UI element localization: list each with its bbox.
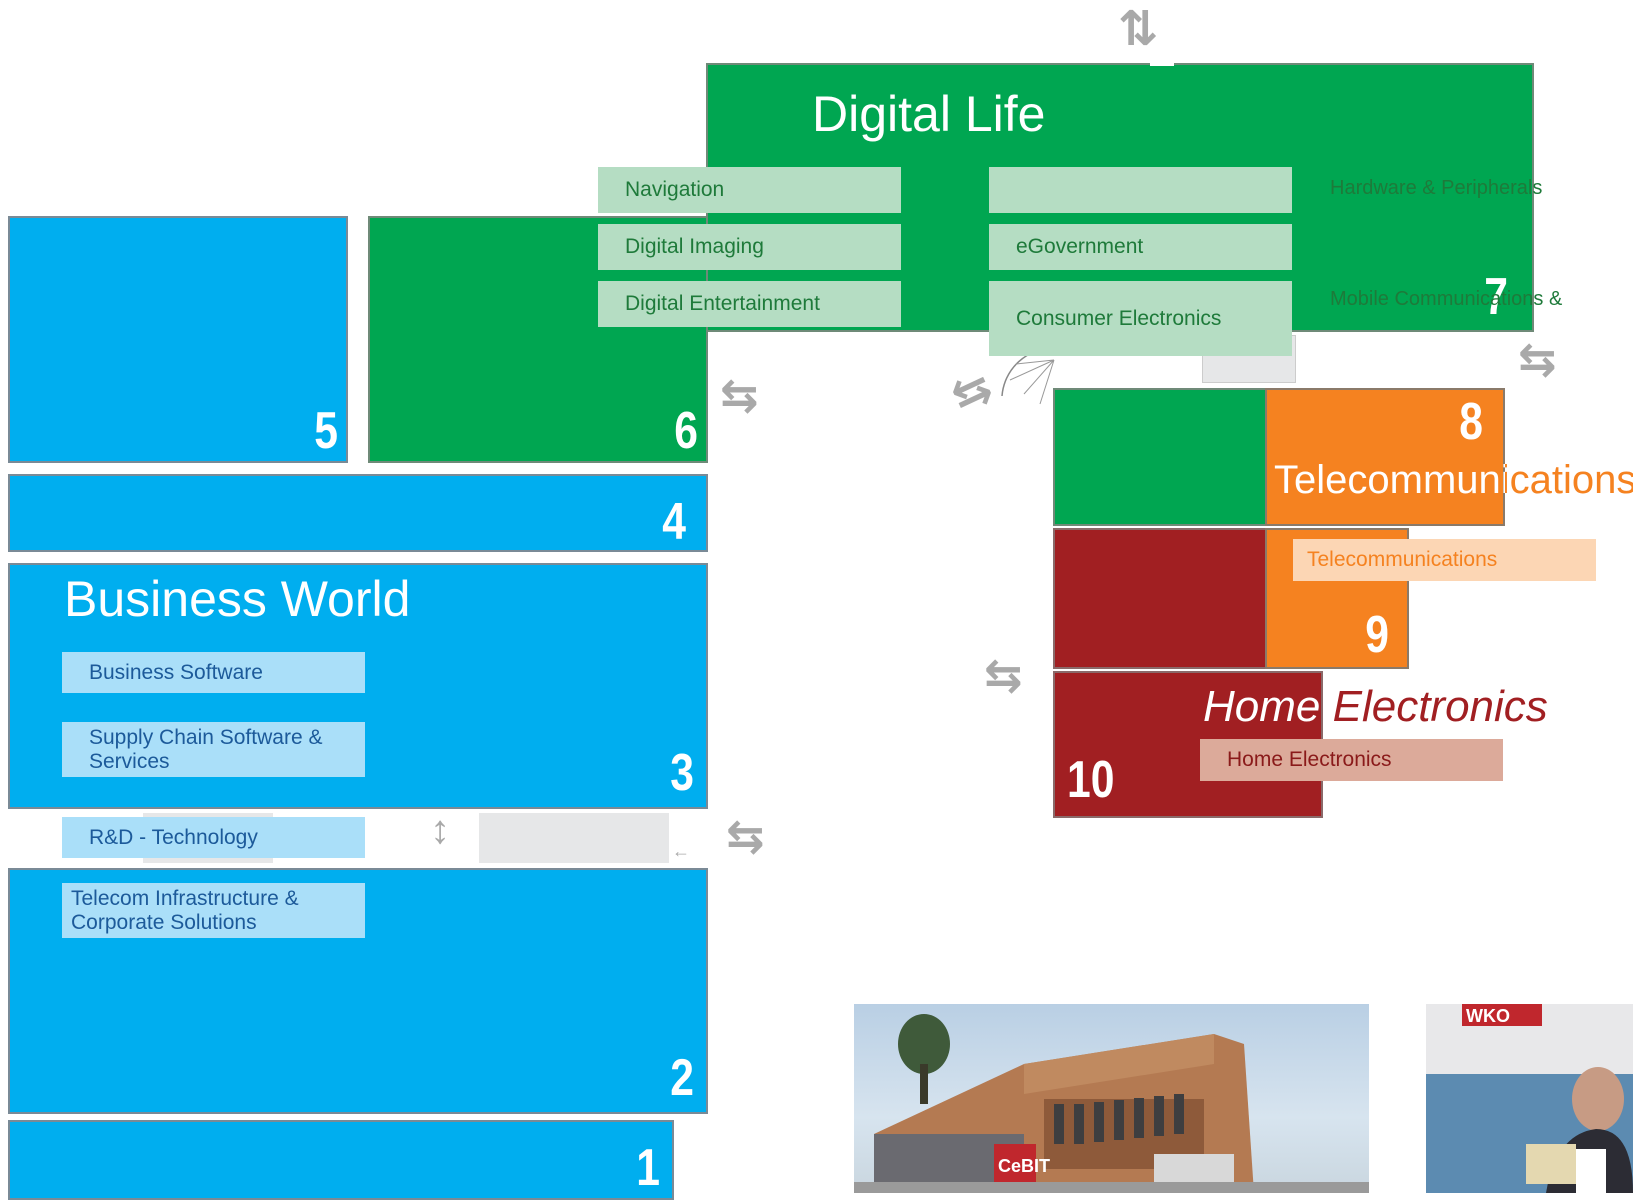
topic-rd-technology[interactable]: R&D - Technology (62, 817, 365, 858)
hall-number: 4 (662, 493, 686, 551)
connector-block (479, 813, 669, 863)
telecommunications-title-text: Telecommunications (1274, 458, 1633, 502)
telecommunications-title-overflow: Telecommunications (1505, 458, 1633, 508)
wko-sign: WKO (1466, 1006, 1510, 1026)
home-electronics-title: Home Electronics (1203, 682, 1548, 732)
topic-egovernment[interactable]: eGovernment (989, 224, 1292, 270)
topic-telecom-infrastructure[interactable]: Telecom Infrastructure & Corporate Solut… (62, 883, 365, 938)
topic-digital-imaging[interactable]: Digital Imaging (598, 224, 901, 270)
hall-number: 2 (670, 1049, 694, 1107)
bidirectional-arrow-icon: ⇆ (726, 810, 765, 862)
topic-hardware-peripherals[interactable]: Hardware & Peripherals (1330, 177, 1543, 199)
cebit-building-photo: CeBIT (854, 1004, 1369, 1193)
booth-photo: WKO (1426, 1004, 1633, 1193)
topic-consumer-electronics[interactable]: Consumer Electronics (989, 281, 1292, 356)
telecommunications-title-orange: Telecommunications (1505, 458, 1633, 502)
topic-supply-chain[interactable]: Supply Chain Software & Services (62, 722, 365, 777)
booth-illustration: WKO (1426, 1004, 1633, 1193)
vertical-arrow-icon: ↕ (430, 808, 450, 852)
bidirectional-arrow-icon: ⇆ (984, 649, 1023, 701)
topic-mobile-communications[interactable]: Mobile Communications & (1330, 288, 1563, 310)
hall-number: 10 (1067, 751, 1115, 809)
telecommunications-title: Telecommunications (1274, 458, 1633, 503)
building-illustration: CeBIT (854, 1014, 1369, 1193)
hall-8-green-part[interactable] (1053, 388, 1267, 526)
hall-number: 1 (636, 1139, 660, 1197)
entrance-gap (1150, 58, 1174, 66)
topic-blank[interactable] (989, 167, 1292, 213)
topic-home-electronics[interactable]: Home Electronics (1200, 739, 1503, 781)
hall-number: 5 (314, 402, 338, 460)
business-world-title: Business World (64, 571, 411, 627)
hall-number: 8 (1459, 393, 1483, 451)
bidirectional-arrow-icon: ⇆ (942, 359, 1000, 423)
home-electronics-title-electronics: Electronics (1332, 682, 1548, 731)
home-electronics-title-home: Home (1203, 682, 1321, 731)
hall-number: 6 (674, 402, 698, 460)
topic-navigation[interactable]: Navigation (598, 167, 901, 213)
bidirectional-arrow-icon: ⇅ (1118, 3, 1159, 56)
digital-life-title: Digital Life (812, 86, 1046, 142)
hall-4[interactable]: 4 (8, 474, 708, 552)
hall-number: 9 (1365, 606, 1389, 664)
hall-8[interactable]: 8 (1265, 388, 1505, 526)
bidirectional-arrow-icon: ⇆ (1518, 333, 1557, 385)
hall-number: 7 (1484, 268, 1508, 326)
hall-5[interactable]: 5 (8, 216, 348, 463)
small-arrow-icon: ← (672, 841, 690, 861)
cebit-sign: CeBIT (998, 1156, 1050, 1176)
bidirectional-arrow-icon: ⇆ (720, 369, 759, 421)
topic-business-software[interactable]: Business Software (62, 652, 365, 693)
hall-9-red-part[interactable] (1053, 528, 1267, 669)
hall-number: 3 (670, 744, 694, 802)
topic-telecommunications[interactable]: Telecommunications (1293, 539, 1596, 581)
hall-1[interactable]: 1 (8, 1120, 674, 1200)
topic-digital-entertainment[interactable]: Digital Entertainment (598, 281, 901, 327)
